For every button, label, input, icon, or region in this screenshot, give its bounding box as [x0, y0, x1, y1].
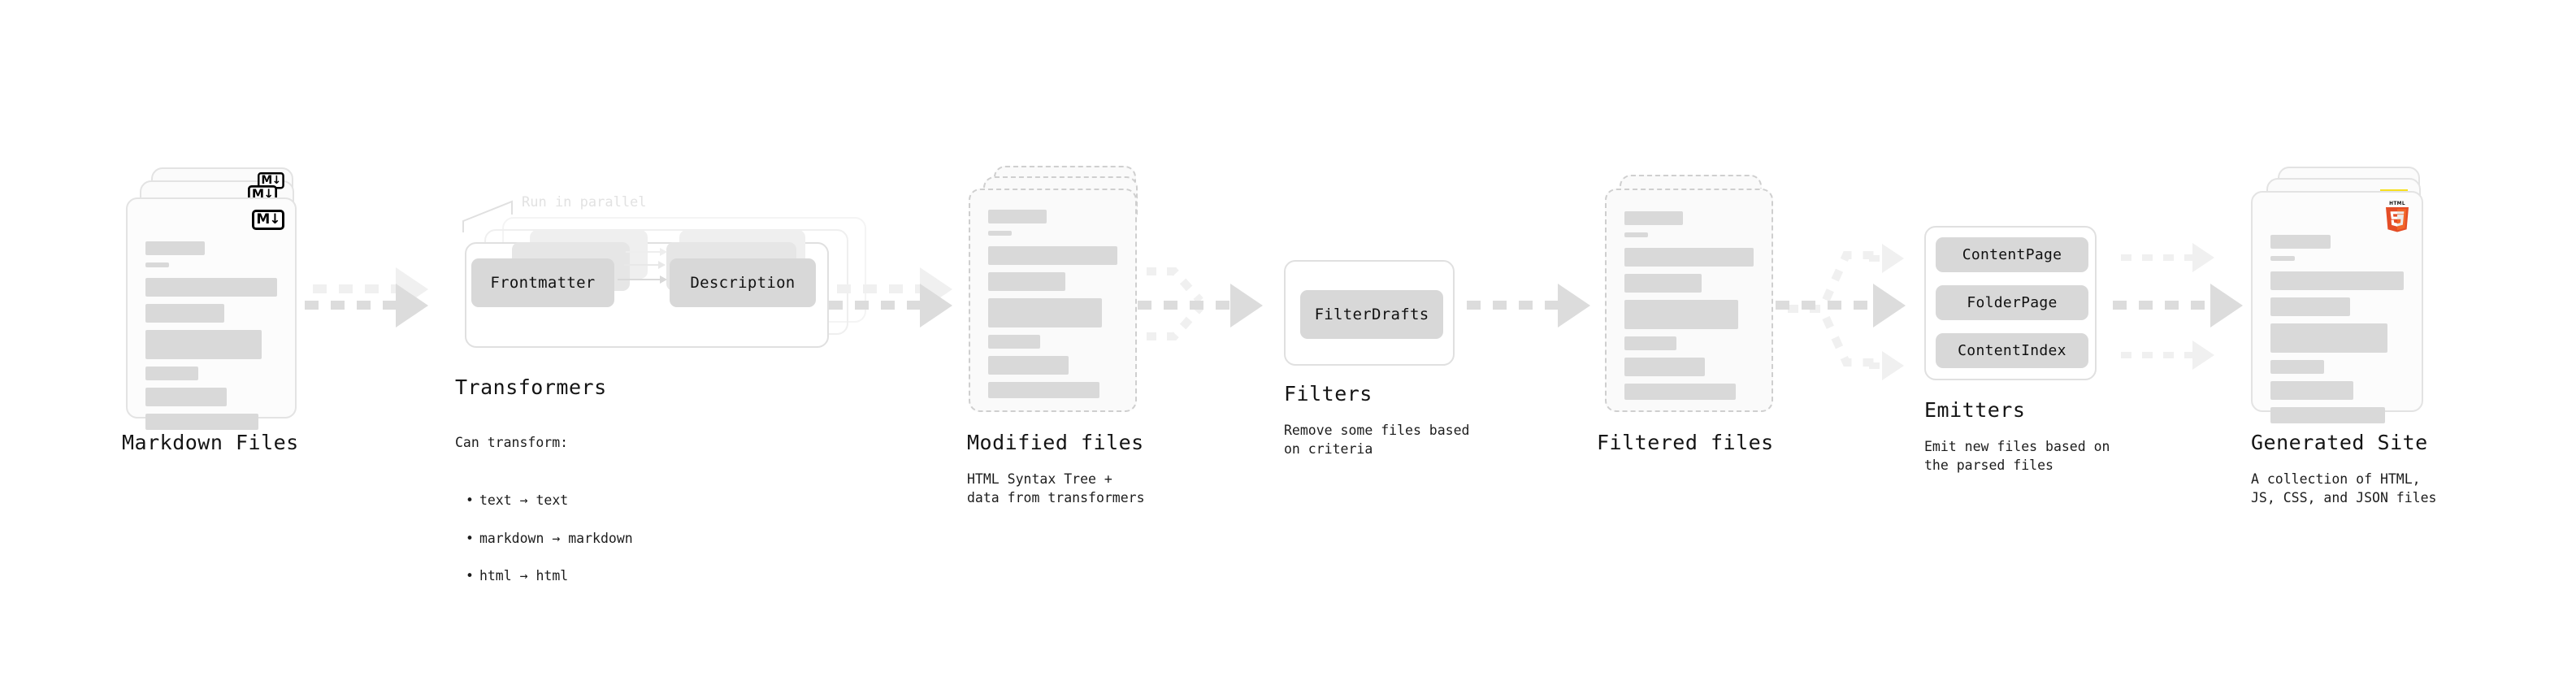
- content-line: [2270, 323, 2388, 353]
- generated-site-card-front: HTML: [2251, 191, 2423, 423]
- emitters-box: ContentPage FolderPage ContentIndex: [1924, 226, 2097, 380]
- stage-filtered-files: Filtered files: [1597, 154, 1873, 479]
- markdown-card-front: M↓: [126, 197, 297, 430]
- markdown-card-stack: M↓ M↓ M↓: [122, 154, 333, 431]
- parallel-leader-line: [462, 197, 517, 232]
- transformers-bullet: text → text: [466, 491, 633, 510]
- svg-text:HTML: HTML: [2389, 202, 2405, 206]
- content-line: [145, 388, 228, 406]
- markdown-files-title: Markdown Files: [122, 431, 299, 454]
- content-line: [1624, 248, 1754, 267]
- transformers-description: Can transform: text → text markdown → ma…: [455, 414, 633, 624]
- stage-generated-site: HTML: [2251, 154, 2543, 505]
- arrow-filtered-to-emitters-fan: [1780, 237, 1930, 380]
- transformers-bullet: markdown → markdown: [466, 529, 633, 548]
- content-line: [988, 210, 1047, 223]
- content-line: [2270, 235, 2331, 249]
- transformers-description-heading: Can transform:: [455, 435, 569, 451]
- modified-files-title: Modified files: [967, 431, 1144, 454]
- filtered-files-title: Filtered files: [1597, 431, 1774, 454]
- filters-title: Filters: [1284, 382, 1373, 406]
- content-line: [988, 335, 1040, 349]
- filters-box: FilterDrafts: [1284, 260, 1455, 366]
- filters-chip-filterdrafts[interactable]: FilterDrafts: [1300, 290, 1443, 339]
- content-line: [145, 278, 277, 297]
- emitters-description: Emit new files based on the parsed files: [1924, 439, 2110, 474]
- content-line: [988, 231, 1012, 236]
- content-line: [2270, 297, 2351, 316]
- content-line: [2270, 256, 2295, 261]
- stage-markdown-files: M↓ M↓ M↓ Markdown Files: [122, 154, 398, 479]
- stage-modified-files: Modified files HTML Syntax Tree + data f…: [967, 154, 1243, 505]
- emitters-title: Emitters: [1924, 398, 2026, 422]
- content-line: [1624, 384, 1736, 400]
- modified-card-content-lines: [988, 210, 1117, 398]
- markdown-card-content-lines: [145, 241, 277, 430]
- content-line: [988, 298, 1102, 327]
- filters-description: Remove some files based on criteria: [1284, 423, 1470, 458]
- transformer-chip-frontmatter[interactable]: Frontmatter: [471, 258, 614, 307]
- content-line: [145, 414, 259, 430]
- content-line: [145, 304, 225, 323]
- content-line: [1624, 300, 1738, 329]
- transformers-bullet-list: text → text markdown → markdown html → h…: [455, 471, 633, 605]
- content-line: [1624, 211, 1683, 225]
- filtered-card-front: [1605, 189, 1773, 412]
- generated-site-title: Generated Site: [2251, 431, 2428, 454]
- content-line: [145, 241, 205, 255]
- transformers-title: Transformers: [455, 375, 607, 399]
- content-line: [988, 382, 1099, 398]
- content-line: [2270, 407, 2386, 423]
- content-line: [2270, 271, 2404, 290]
- content-line: [2270, 381, 2353, 400]
- content-line: [145, 367, 198, 380]
- emitters-chip-contentindex[interactable]: ContentIndex: [1936, 333, 2088, 368]
- transformer-chip-description[interactable]: Description: [670, 258, 816, 307]
- run-in-parallel-label: Run in parallel: [522, 194, 647, 210]
- filtered-card-content-lines: [1624, 211, 1754, 400]
- generated-site-card-stack: HTML: [2251, 154, 2478, 431]
- stage-transformers: Run in parallel Frontmatter Description …: [455, 187, 878, 583]
- stage-emitters: ContentPage FolderPage ContentIndex Emit…: [1924, 226, 2192, 486]
- content-line: [145, 262, 170, 267]
- emitters-chip-folderpage[interactable]: FolderPage: [1936, 285, 2088, 320]
- content-line: [988, 356, 1069, 375]
- markdown-badge-icon: M↓: [252, 210, 284, 230]
- content-line: [1624, 232, 1648, 237]
- modified-files-description: HTML Syntax Tree + data from transformer…: [967, 471, 1145, 506]
- stage-filters: FilterDrafts Filters Remove some files b…: [1284, 244, 1552, 488]
- content-line: [988, 246, 1117, 265]
- modified-card-front: [969, 189, 1137, 412]
- content-line: [1624, 274, 1702, 293]
- content-line: [145, 330, 262, 359]
- generated-site-content-lines: [2270, 235, 2404, 423]
- modified-card-stack: [967, 154, 1178, 431]
- content-line: [1624, 358, 1705, 376]
- arrow-modified-to-filters-fan: [1142, 254, 1288, 355]
- content-line: [988, 272, 1066, 291]
- generated-site-description: A collection of HTML, JS, CSS, and JSON …: [2251, 471, 2437, 506]
- content-line: [2270, 360, 2324, 374]
- transformers-bullet: html → html: [466, 566, 633, 585]
- content-line: [1624, 336, 1676, 350]
- filtered-card-stack: [1597, 154, 1808, 431]
- emitters-chip-contentpage[interactable]: ContentPage: [1936, 237, 2088, 272]
- html5-badge-icon: HTML: [2383, 199, 2412, 233]
